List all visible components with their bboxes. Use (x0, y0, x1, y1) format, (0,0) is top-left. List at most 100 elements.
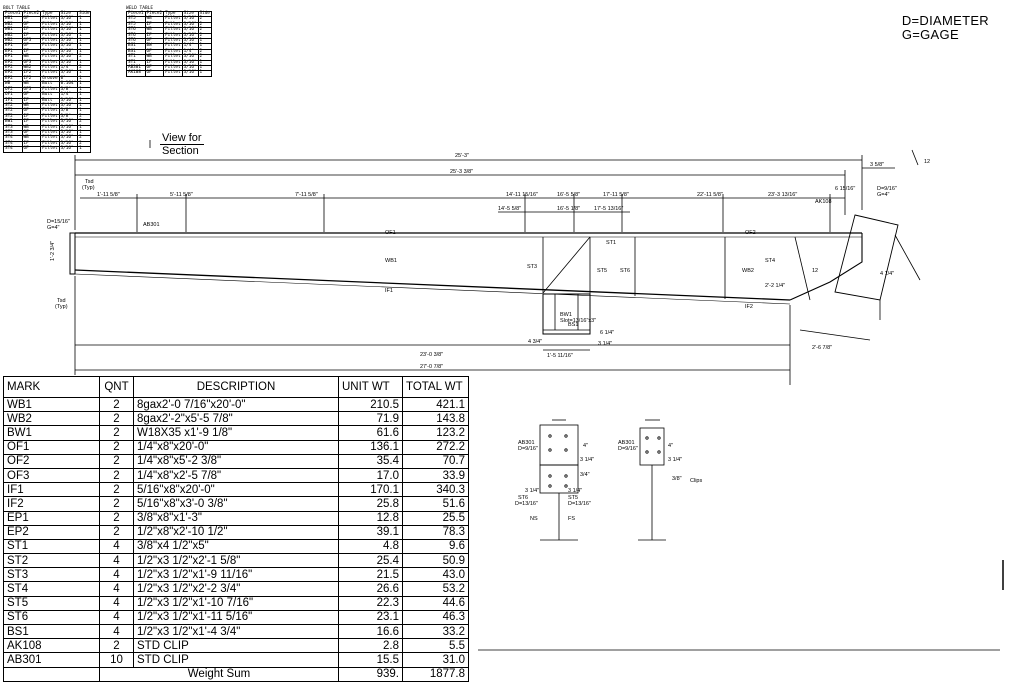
dim-base-text: 1'-5 11/16" (547, 353, 573, 359)
bom-unit-wt: 35.4 (338, 453, 403, 469)
weld-table-title: WELD TABLE (126, 6, 154, 11)
sec-right-314: 3 1/4" (668, 457, 682, 463)
bom-qnt: 4 (99, 567, 134, 583)
bom-mark: AB301 (3, 652, 100, 668)
base-bw1 (542, 293, 591, 335)
bom-mark: IF1 (3, 482, 100, 498)
bolt-table-header-cell: Piece1 (3, 10, 23, 18)
dim-sub-1: 14'-5 5/8" (498, 206, 521, 212)
bom-unit-wt: 71.9 (338, 411, 403, 427)
bom-description: 5/16"x8"x20'-0" (133, 482, 339, 498)
bom-unit-wt: 22.3 (338, 595, 403, 611)
dim-g4-right: G=4" (877, 192, 890, 198)
bom-unit-wt: 16.6 (338, 623, 403, 640)
beam-bottom-flange (74, 269, 791, 301)
bom-total-wt: 5.5 (402, 638, 469, 654)
bom-qnt: 4 (99, 538, 134, 555)
bom-total-wt: 44.6 (402, 595, 469, 611)
bom-unit-wt: 17.0 (338, 467, 403, 484)
bom-description: 1/4"x8"x2'-5 7/8" (133, 467, 339, 484)
bom-qnt: 2 (99, 510, 134, 526)
slope-12-mid: 12 (812, 268, 818, 274)
bom-qnt: 2 (99, 467, 134, 484)
label-st4: ST4 (765, 258, 775, 264)
dim-sub-3: 17'-5 13/16" (594, 206, 623, 212)
dim-slot: Slot=13/16"x3" (560, 318, 596, 324)
shop-drawing: 25'-3" 25'-3 3/8" 3 5/8" 1'-11 5/8" 5'-1… (47, 140, 1004, 651)
dim-g4: G=4" (47, 225, 60, 231)
bom-total-wt: 272.2 (402, 439, 469, 455)
end-plate-connection (834, 214, 899, 301)
label-of1: OF1 (385, 230, 396, 236)
bom-unit-wt: 170.1 (338, 482, 403, 498)
bom-unit-wt: 136.1 (338, 439, 403, 455)
bom-qnt: 2 (99, 482, 134, 498)
bom-qnt: 2 (99, 524, 134, 540)
bom-description: 8gax2'-2"x5'-5 7/8" (133, 411, 339, 427)
bom-total-wt: 143.8 (402, 411, 469, 427)
beam-bottom-flange-inner (74, 273, 791, 305)
bolt-table-cell: ST4 (3, 146, 23, 153)
bom-description: 1/2"x3 1/2"x1'-10 7/16" (133, 595, 339, 611)
bom-qnt: 2 (99, 453, 134, 469)
bom-total-wt: 46.3 (402, 609, 469, 626)
bom-col-description: DESCRIPTION (133, 376, 339, 398)
bom-total-wt: 9.6 (402, 538, 469, 555)
beam-knee (789, 233, 863, 301)
dim-overall-text-2: 25'-3 3/8" (450, 169, 473, 175)
sec-left-314c: 3 1/4" (568, 488, 582, 494)
view-for-section-label: View for Section (160, 132, 204, 157)
dim-tail-text: 3 5/8" (870, 162, 884, 168)
bom-mark: BS1 (3, 623, 100, 640)
bom-description: 1/2"x3 1/2"x1'-4 3/4" (133, 623, 339, 640)
dim-d1516: D=15/16" (47, 219, 70, 225)
bom-qnt: 4 (99, 553, 134, 569)
bom-mark: WB2 (3, 411, 100, 427)
sec-right-clips: Clips (690, 478, 702, 484)
bom-unit-wt: 21.5 (338, 567, 403, 583)
bom-col-unit-wt: UNIT WT (338, 376, 403, 398)
bom-description: 5/16"x8"x3'-0 3/8" (133, 496, 339, 512)
bom-description: 1/2"x3 1/2"x2'-1 5/8" (133, 553, 339, 569)
sec-left-ns: NS (530, 516, 538, 522)
dim-bottom-text-1: 23'-0 3/8" (420, 352, 443, 358)
bom-col-mark: MARK (3, 376, 100, 398)
view-label-line2: Section (162, 145, 199, 157)
bom-qnt: 4 (99, 595, 134, 611)
bom-description: 1/2"x3 1/2"x1'-9 11/16" (133, 567, 339, 583)
sec-right-clip: 3/8" (672, 476, 682, 482)
bom-col-qnt: QNT (99, 376, 134, 398)
bom-total-wt: 43.0 (402, 567, 469, 583)
bom-mark: EP1 (3, 510, 100, 526)
dim-space-1: 1'-11 5/8" (97, 192, 120, 198)
dim-6-1516: 6 15/16" (835, 186, 855, 192)
label-if2: IF2 (745, 304, 753, 310)
bolt-table-title: BOLT TABLE (3, 6, 31, 11)
sec-left-st6: ST6 (518, 495, 528, 501)
label-ak108: AK108 (815, 199, 832, 205)
bom-total-wt: 421.1 (402, 396, 469, 413)
end-plate-ep2 (794, 236, 811, 301)
bom-sum-label: Weight Sum (99, 666, 339, 682)
legend-diameter: D=DIAMETER (901, 13, 989, 28)
label-st6: ST6 (620, 268, 630, 274)
bom-unit-wt: 25.8 (338, 496, 403, 512)
bom-qnt: 10 (99, 652, 134, 668)
bom-sum-total: 1877.8 (402, 666, 469, 682)
dim-bottom-text-2: 27'-0 7/8" (420, 364, 443, 370)
bom-qnt: 2 (99, 396, 134, 413)
bom-unit-wt: 12.8 (338, 510, 403, 526)
bom-col-total-wt: TOTAL WT (402, 376, 469, 398)
label-st1: ST1 (606, 240, 616, 246)
